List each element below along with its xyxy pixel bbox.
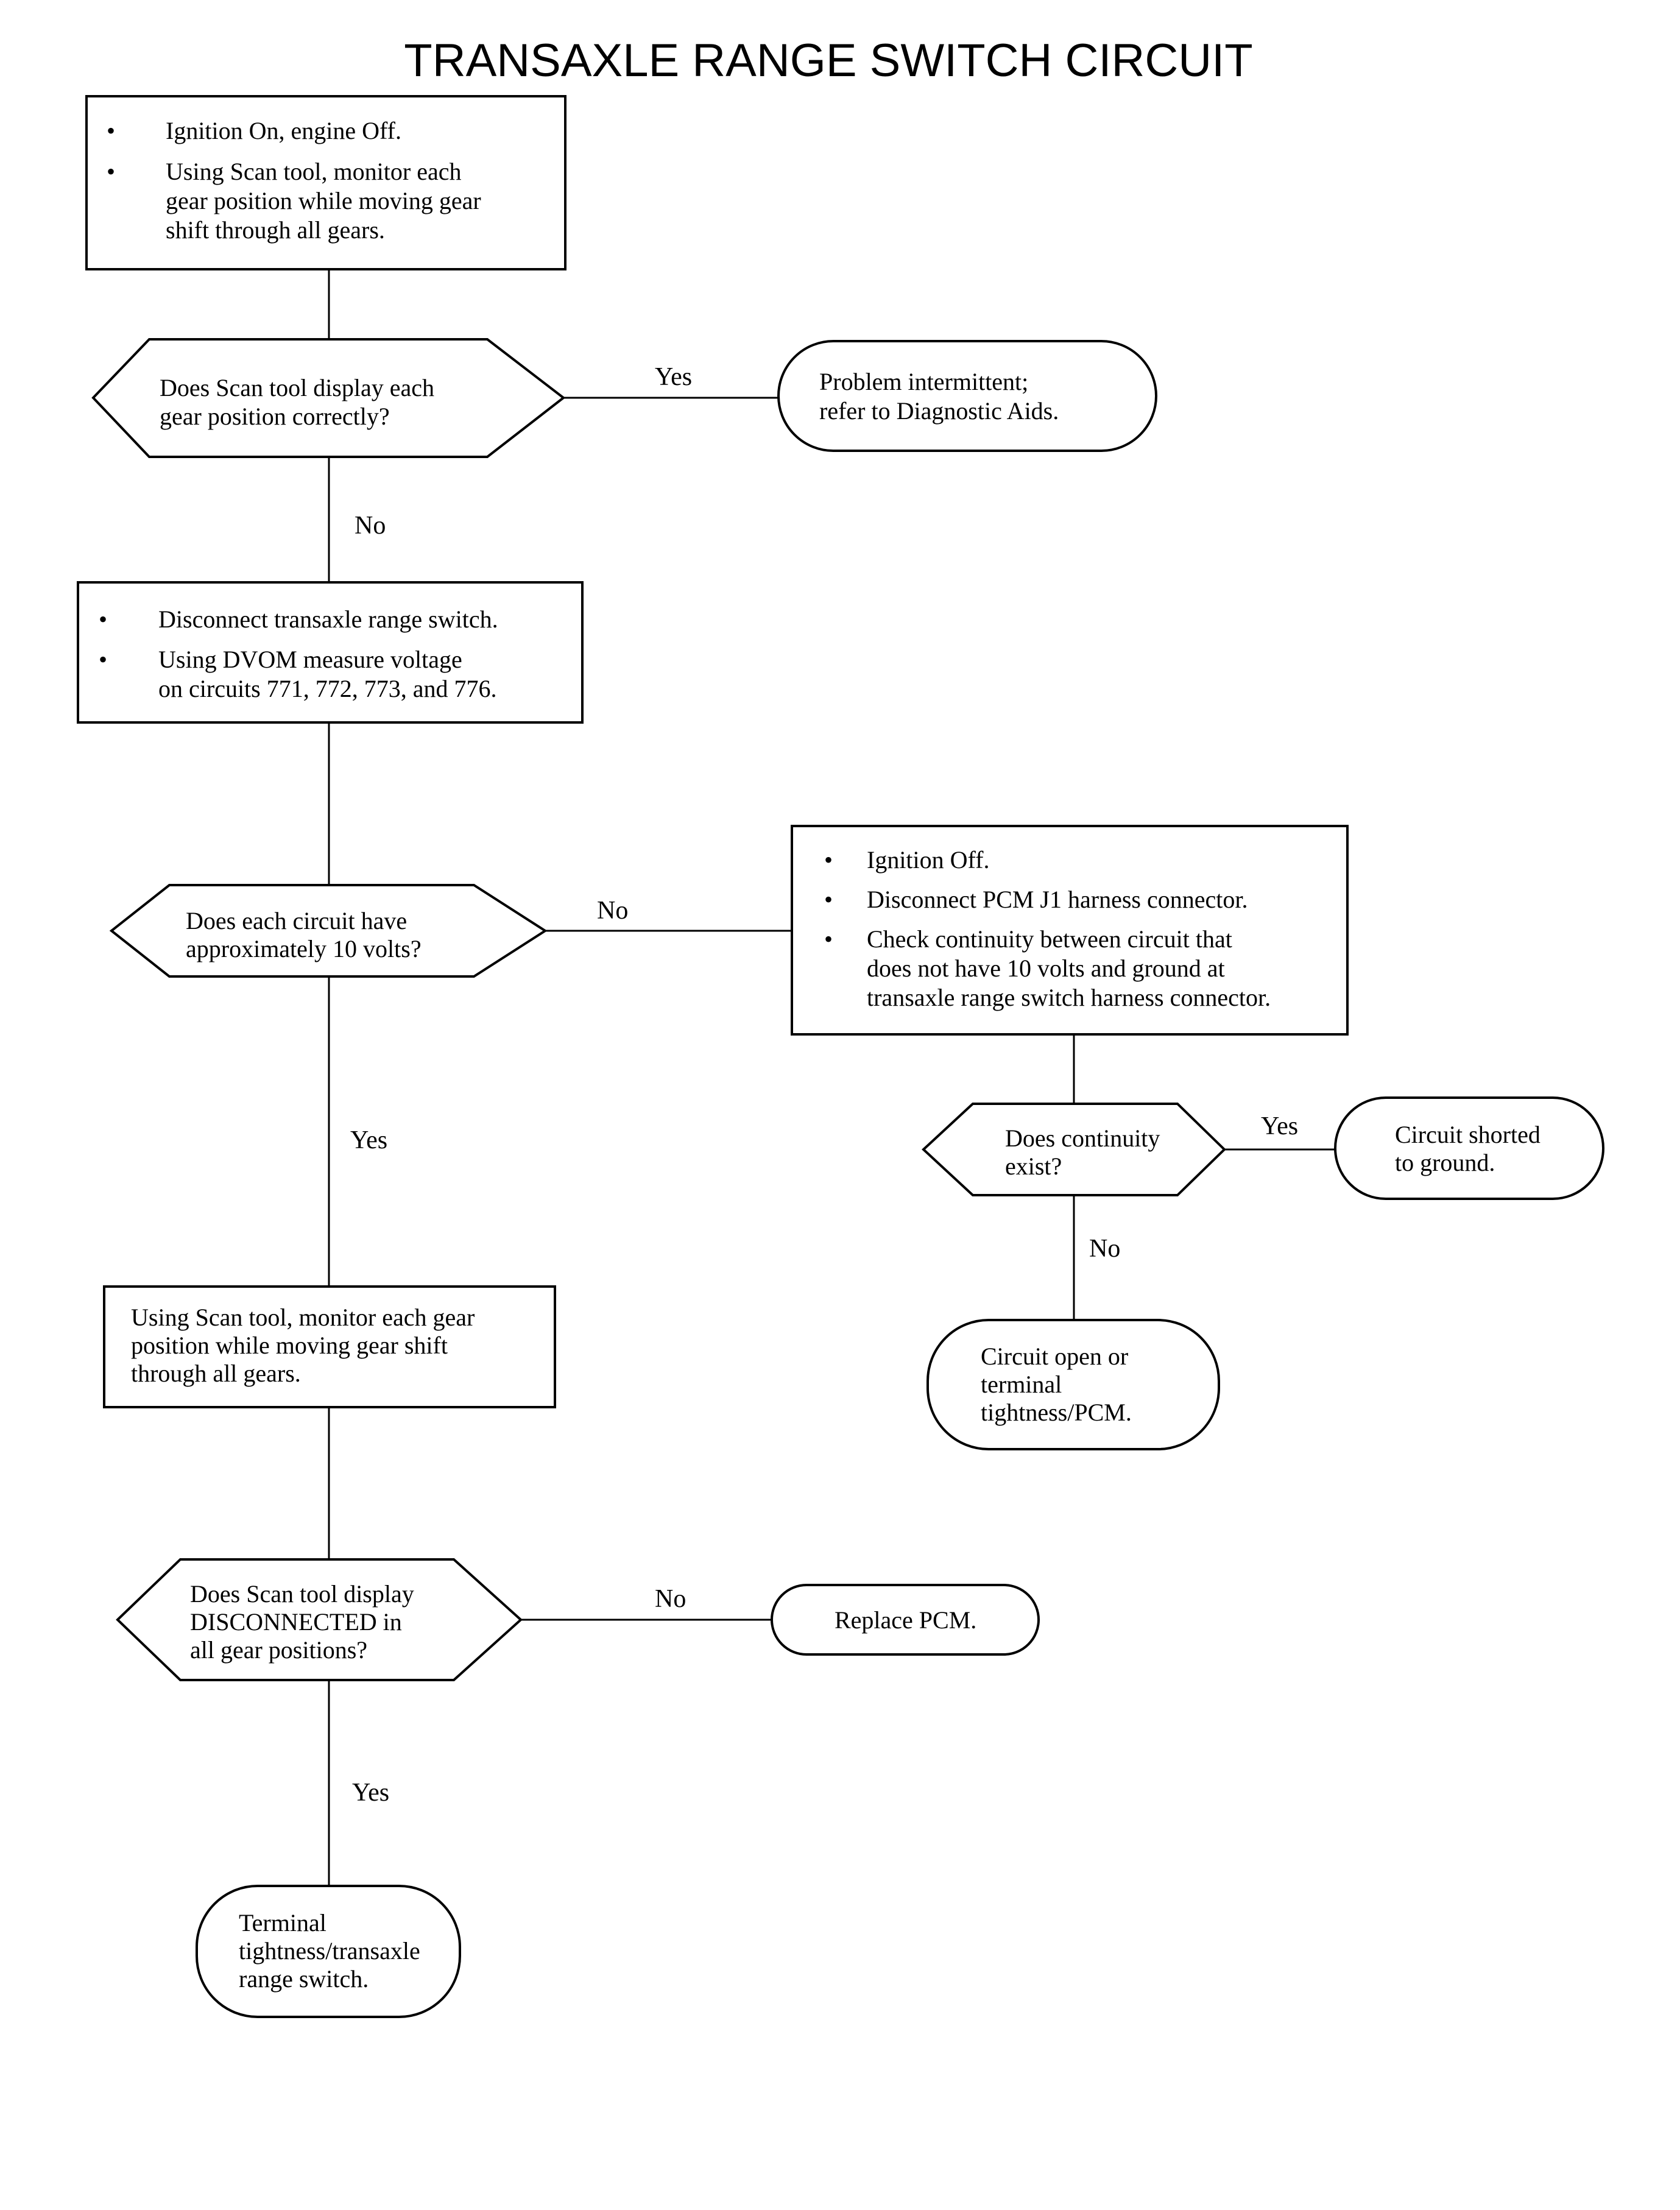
decision-text: Does Scan tool display DISCONNECTED in a… [190, 1580, 420, 1664]
terminal-text: Circuit shorted to ground. [1395, 1121, 1547, 1176]
terminal-text: Problem intermittent; refer to Diagnosti… [819, 368, 1059, 425]
decision-continuity-exist: Does continuity exist? [922, 1103, 1226, 1196]
decision-disconnected-all-gears: Does Scan tool display DISCONNECTED in a… [116, 1558, 523, 1681]
flowchart-title: TRANSAXLE RANGE SWITCH CIRCUIT [404, 35, 1252, 86]
terminal-tightness-range-switch: Terminal tightness/transaxle range switc… [196, 1885, 461, 2018]
terminal-text: Circuit open or terminal tightness/PCM. [981, 1343, 1134, 1426]
terminal-replace-pcm: Replace PCM. [771, 1584, 1040, 1656]
edge-label-q2-no: No [597, 897, 628, 925]
edge-label-q3-no: No [1089, 1235, 1120, 1263]
step-box-check-continuity: • Ignition Off. • Disconnect PCM J1 harn… [791, 825, 1349, 1036]
terminal-text: Replace PCM. [835, 1606, 976, 1634]
decision-gear-position-correct: Does Scan tool display each gear positio… [91, 338, 566, 458]
bullet-icon: • [99, 646, 107, 673]
decision-text: Does each circuit have approximately 10 … [186, 907, 422, 962]
terminal-text: Terminal tightness/transaxle range switc… [239, 1909, 426, 1993]
terminal-problem-intermittent: Problem intermittent; refer to Diagnosti… [777, 340, 1157, 452]
step-box-monitor-gears: Using Scan tool, monitor each gear posit… [103, 1285, 556, 1408]
decision-text: Does continuity exist? [1005, 1124, 1166, 1180]
edge-label-q4-no: No [655, 1585, 686, 1613]
decision-text: Does Scan tool display each gear positio… [160, 374, 440, 430]
terminal-circuit-open: Circuit open or terminal tightness/PCM. [926, 1319, 1220, 1450]
step-box-text: • Disconnect transaxle range switch. • U… [99, 605, 504, 702]
step-box-text: • Ignition Off. • Disconnect PCM J1 harn… [824, 846, 1271, 1011]
edge-label-q2-yes: Yes [350, 1126, 387, 1154]
edge-label-q3-yes: Yes [1261, 1112, 1298, 1140]
bullet-icon: • [107, 117, 115, 144]
edge-label-q4-yes: Yes [352, 1779, 389, 1807]
bullet-icon: • [824, 925, 833, 953]
edge-label-q1-yes: Yes [655, 363, 692, 391]
connectors [328, 269, 1335, 1886]
bullet-icon: • [107, 158, 115, 185]
bullet-icon: • [824, 846, 833, 874]
bullet-icon: • [824, 886, 833, 913]
step-box-text: Using Scan tool, monitor each gear posit… [131, 1304, 481, 1387]
step-box-text: • Ignition On, engine Off. • Using Scan … [107, 117, 487, 244]
step-box-disconnect-switch: • Disconnect transaxle range switch. • U… [77, 581, 584, 724]
step-box-ignition-on: • Ignition On, engine Off. • Using Scan … [85, 95, 566, 270]
edge-label-q1-no: No [355, 512, 386, 540]
terminal-circuit-shorted: Circuit shorted to ground. [1334, 1096, 1604, 1200]
decision-ten-volts: Does each circuit have approximately 10 … [109, 884, 548, 978]
bullet-icon: • [99, 605, 107, 633]
